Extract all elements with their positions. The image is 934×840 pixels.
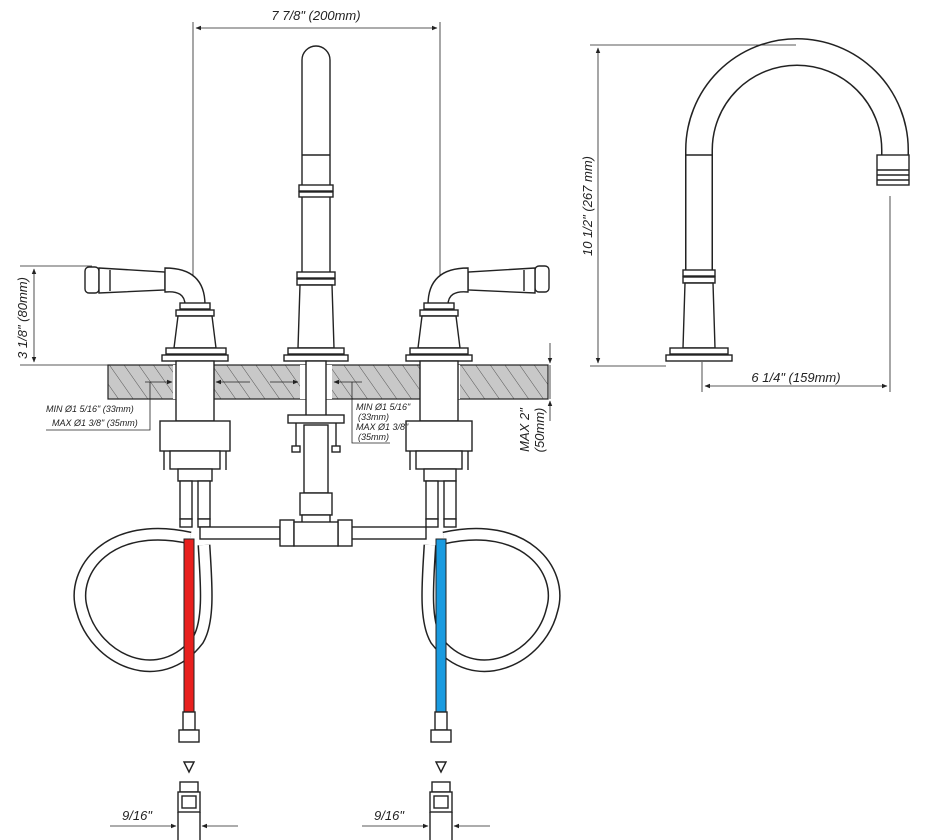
spout-reach-label: 6 1/4" (159mm)	[751, 370, 840, 385]
left-handle-assembly	[84, 266, 231, 528]
deck-thickness-dimension: MAX 2" (50mm)	[517, 343, 553, 453]
left-hole-max: MAX Ø1 3/8" (35mm)	[52, 418, 138, 428]
handle-height-dimension: 3 1/8" (80mm)	[15, 265, 108, 366]
deck-thickness-label-1: MAX 2"	[517, 407, 532, 452]
center-hole-min-mm: (33mm)	[358, 412, 389, 422]
center-hole-dimension: MIN Ø1 5/16" (33mm) MAX Ø1 3/8" (35mm)	[270, 379, 411, 444]
deck-thickness-label-2: (50mm)	[532, 408, 547, 453]
left-nut-label: 9/16"	[122, 808, 153, 823]
center-hole-min: MIN Ø1 5/16"	[356, 402, 411, 412]
spread-label: 7 7/8" (200mm)	[271, 8, 360, 23]
center-hole-max: MAX Ø1 3/8"	[356, 422, 409, 432]
deck-section	[107, 364, 549, 400]
right-handle-assembly	[405, 265, 550, 528]
side-view-spout: 10 1/2" (267 mm) 6 1/4" (159mm)	[580, 38, 910, 392]
spread-dimension: 7 7/8" (200mm)	[192, 8, 441, 282]
left-hole-min: MIN Ø1 5/16" (33mm)	[46, 404, 134, 414]
handle-height-label: 3 1/8" (80mm)	[15, 277, 30, 359]
center-spout	[283, 45, 349, 526]
cold-supply-line	[429, 538, 453, 840]
left-hole-dimension: MIN Ø1 5/16" (33mm) MAX Ø1 3/8" (35mm)	[46, 379, 250, 431]
center-hole-max-mm: (35mm)	[358, 432, 389, 442]
left-nut-dimension: 9/16"	[110, 808, 238, 829]
hot-supply-line	[177, 538, 201, 840]
right-nut-label: 9/16"	[374, 808, 405, 823]
spout-height-label: 10 1/2" (267 mm)	[580, 156, 595, 256]
connection-tubing	[73, 519, 561, 673]
right-nut-dimension: 9/16"	[362, 808, 490, 829]
